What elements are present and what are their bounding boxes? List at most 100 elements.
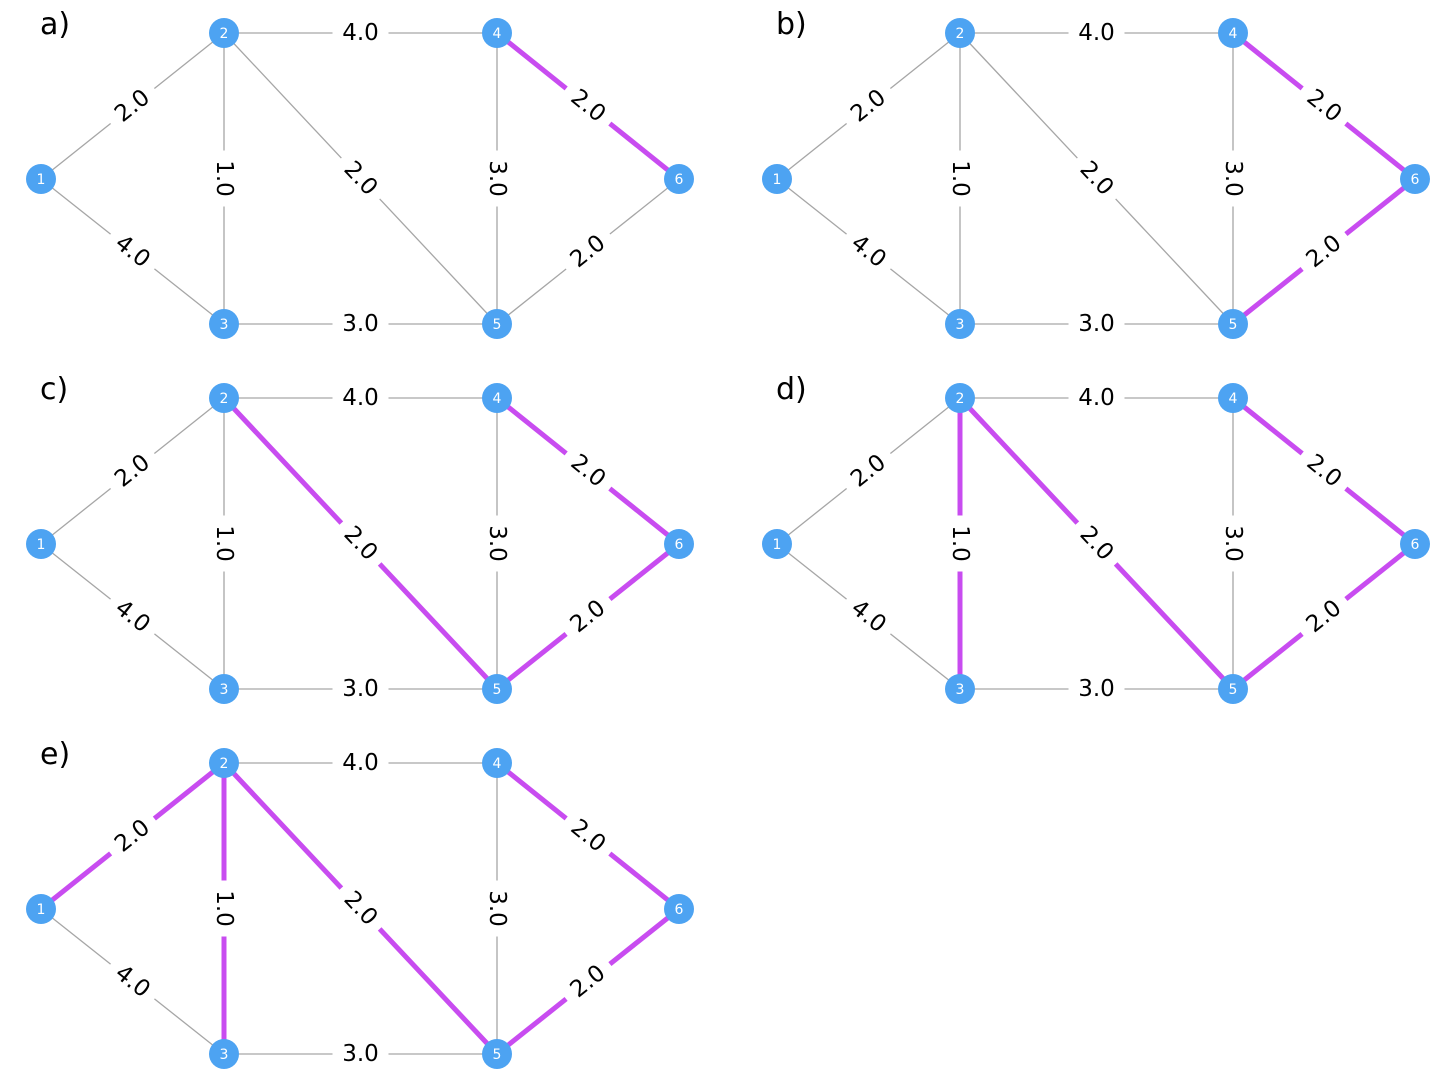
edge-weight-label: 4.0 (110, 230, 155, 273)
node-label: 1 (37, 172, 46, 188)
edge-weight-label: 4.0 (110, 595, 155, 638)
edge-2-3: 1.0 (211, 33, 237, 324)
node-label: 5 (1229, 317, 1238, 333)
node-1: 1 (762, 529, 792, 559)
edge-segment (377, 927, 499, 1056)
edge-2-4: 4.0 (224, 20, 497, 46)
node-circle (945, 383, 975, 413)
edge-segment (222, 761, 344, 890)
node-label: 6 (675, 902, 684, 918)
edge-1-2: 2.0 (40, 397, 225, 545)
edge-2-3: 1.0 (947, 33, 973, 324)
node-3: 3 (209, 1039, 239, 1069)
node-circle (1400, 529, 1430, 559)
node-label: 4 (1229, 391, 1238, 407)
edge-weight-label: 3.0 (1078, 676, 1115, 702)
edge-weight-label: 2.0 (566, 960, 611, 1003)
edge-2-4: 4.0 (960, 385, 1233, 411)
edge-weight-label: 2.0 (1302, 84, 1347, 127)
edge-weight-label: 2.0 (110, 84, 155, 127)
node-label: 4 (1229, 26, 1238, 42)
node-label: 5 (1229, 682, 1238, 698)
edge-segment (958, 396, 1080, 525)
edge-weight-label: 4.0 (342, 385, 379, 411)
node-label: 4 (493, 26, 502, 42)
node-circle (945, 18, 975, 48)
edge-segment (379, 198, 498, 325)
node-label: 2 (220, 391, 229, 407)
edge-4-5: 3.0 (484, 398, 510, 689)
node-label: 3 (220, 1047, 229, 1063)
edge-4-6-highlighted: 2.0 (1231, 396, 1417, 546)
node-5: 5 (1218, 674, 1248, 704)
node-circle (482, 18, 512, 48)
edge-2-3: 1.0 (211, 398, 237, 689)
node-circle (1218, 674, 1248, 704)
node-circle (209, 748, 239, 778)
edge-weight-label: 2.0 (566, 449, 611, 492)
edge-weight-label: 2.0 (1075, 156, 1119, 200)
edge-weight-label: 2.0 (110, 814, 155, 857)
panel-label: c) (40, 372, 68, 407)
edge-5-6-highlighted: 2.0 (1231, 542, 1417, 691)
node-6: 6 (1400, 529, 1430, 559)
edge-weight-label: 2.0 (339, 521, 383, 565)
node-4: 4 (1218, 18, 1248, 48)
edge-5-6: 2.0 (496, 178, 680, 325)
node-circle (209, 674, 239, 704)
node-5: 5 (482, 674, 512, 704)
node-4: 4 (482, 18, 512, 48)
edge-weight-label: 3.0 (342, 1041, 379, 1067)
edge-weight-label: 4.0 (342, 750, 379, 776)
edge-4-5: 3.0 (1220, 33, 1246, 324)
node-circle (482, 1039, 512, 1069)
node-circle (945, 309, 975, 339)
edge-weight-label: 2.0 (339, 156, 383, 200)
node-3: 3 (945, 674, 975, 704)
edge-2-5-highlighted: 2.0 (222, 396, 499, 691)
node-6: 6 (1400, 164, 1430, 194)
node-circle (482, 748, 512, 778)
node-circle (209, 1039, 239, 1069)
node-circle (26, 529, 56, 559)
edge-weight-label: 4.0 (846, 230, 891, 273)
node-label: 3 (220, 317, 229, 333)
node-circle (762, 164, 792, 194)
edge-weight-label: 2.0 (110, 449, 155, 492)
edge-5-6-highlighted: 2.0 (495, 542, 681, 691)
node-2: 2 (945, 18, 975, 48)
edge-2-5: 2.0 (959, 32, 1234, 325)
edge-weight-label: 1.0 (947, 525, 973, 562)
edge-weight-label: 1.0 (211, 525, 237, 562)
edge-weight-label: 2.0 (846, 449, 891, 492)
edge-5-6-highlighted: 2.0 (1231, 177, 1417, 326)
edge-3-5: 3.0 (224, 676, 497, 702)
node-label: 5 (493, 682, 502, 698)
node-circle (664, 164, 694, 194)
node-circle (209, 383, 239, 413)
edge-3-5: 3.0 (960, 311, 1233, 337)
node-label: 4 (493, 391, 502, 407)
node-circle (26, 164, 56, 194)
node-label: 6 (675, 537, 684, 553)
edge-1-3: 4.0 (40, 178, 225, 325)
node-1: 1 (26, 529, 56, 559)
node-3: 3 (209, 674, 239, 704)
node-2: 2 (945, 383, 975, 413)
edge-segment (1115, 198, 1234, 325)
node-circle (1218, 309, 1248, 339)
edge-weight-label: 3.0 (484, 525, 510, 562)
node-label: 1 (37, 902, 46, 918)
node-2: 2 (209, 383, 239, 413)
edge-weight-label: 1.0 (211, 890, 237, 927)
edge-weight-label: 3.0 (484, 160, 510, 197)
node-label: 6 (1411, 537, 1420, 553)
edge-weight-label: 3.0 (1078, 311, 1115, 337)
node-label: 3 (956, 317, 965, 333)
edge-segment (1113, 562, 1235, 691)
node-circle (664, 529, 694, 559)
node-label: 2 (220, 26, 229, 42)
